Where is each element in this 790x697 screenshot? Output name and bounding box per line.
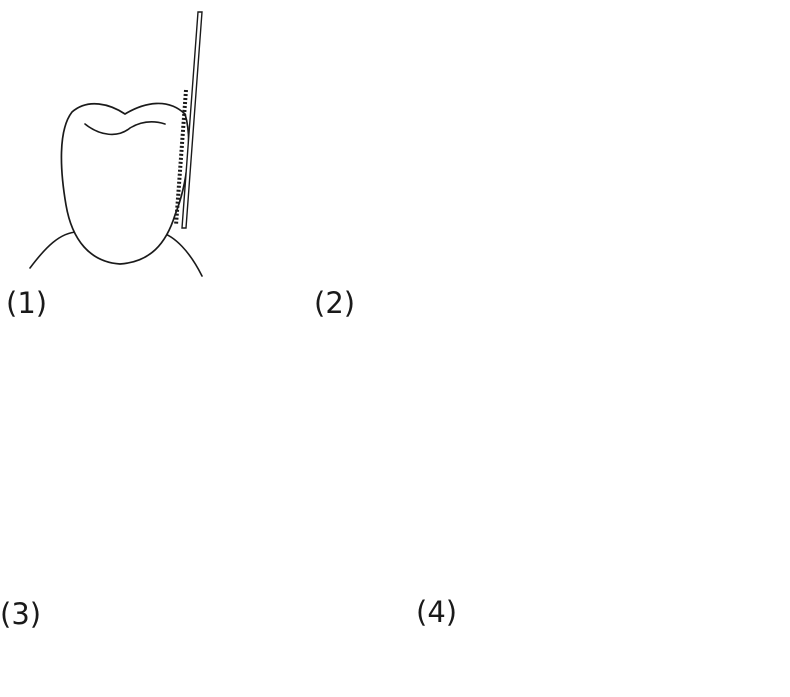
panel-1-group: [30, 12, 202, 276]
tooth-panel-1: [61, 103, 188, 264]
label-panel-4: (4): [416, 598, 457, 627]
label-panel-3: (3): [0, 600, 41, 629]
label-panel-1: (1): [6, 289, 47, 318]
label-panel-2: (2): [314, 289, 355, 318]
